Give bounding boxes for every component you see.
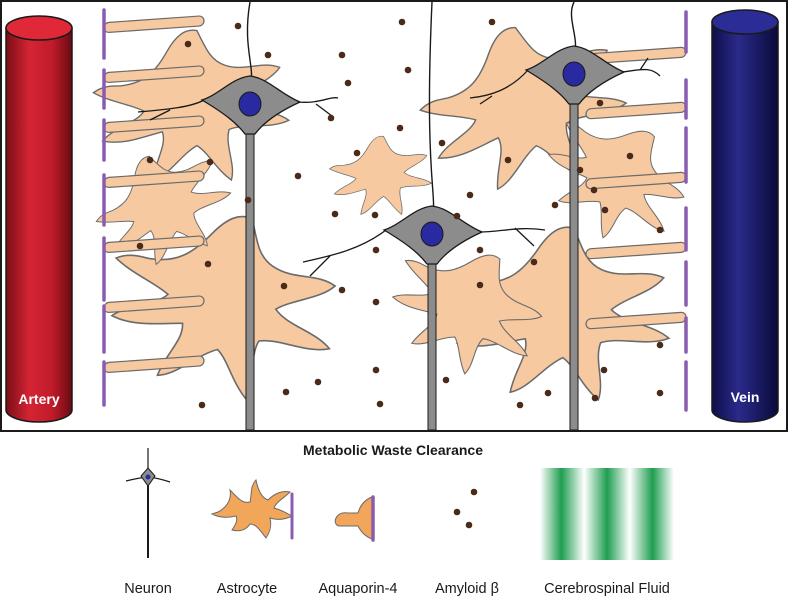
legend-neuron-label: Neuron — [124, 581, 172, 597]
amyloid-particle — [656, 226, 664, 234]
amyloid-particle — [590, 186, 598, 194]
amyloid-particle — [551, 201, 559, 209]
amyloid-particle — [656, 341, 664, 349]
amyloid-particle — [331, 210, 339, 218]
legend-neuron-icon — [125, 448, 171, 558]
amyloid-particle — [626, 152, 634, 160]
amyloid-particle — [591, 394, 599, 402]
amyloid-particle — [601, 206, 609, 214]
amyloid-particle — [338, 286, 346, 294]
neuron — [137, 1, 339, 431]
amyloid-particle — [371, 211, 379, 219]
amyloid-particle — [234, 22, 242, 30]
amyloid-particle — [198, 401, 206, 409]
amyloid-particle — [353, 149, 361, 157]
amyloid-particle — [376, 400, 384, 408]
amyloid-particle — [264, 51, 272, 59]
amyloid-particle — [136, 242, 144, 250]
amyloid-particle — [596, 99, 604, 107]
amyloid-particle — [516, 401, 524, 409]
neuron — [302, 1, 546, 431]
amyloid-particle — [656, 389, 664, 397]
amyloid-particle — [372, 246, 380, 254]
diagram-title: Metabolic Waste Clearance — [303, 442, 483, 458]
amyloid-particle — [327, 114, 335, 122]
amyloid-particle — [476, 246, 484, 254]
amyloid-particle — [294, 172, 302, 180]
legend-aquaporin-label: Aquaporin-4 — [319, 581, 398, 597]
amyloid-particle — [453, 212, 461, 220]
amyloid-particle — [544, 389, 552, 397]
amyloid-particle — [398, 18, 406, 26]
vein: Vein — [711, 9, 779, 423]
amyloid-particle — [280, 282, 288, 290]
amyloid-particle — [206, 158, 214, 166]
legend-csf-label: Cerebrospinal Fluid — [544, 581, 670, 597]
amyloid-particle — [244, 196, 252, 204]
amyloid-particle — [576, 166, 584, 174]
amyloid-particle — [314, 378, 322, 386]
artery-label: Artery — [18, 391, 59, 407]
legend: Neuron Astrocyte Aquaporin-4 Amyloid β C… — [124, 448, 674, 597]
neuron — [469, 1, 661, 431]
amyloid-particle — [530, 258, 538, 266]
amyloid-particle — [344, 79, 352, 87]
amyloid-particle — [204, 260, 212, 268]
amyloid-particle — [146, 156, 154, 164]
amyloid-particle — [438, 139, 446, 147]
amyloid-particle — [476, 281, 484, 289]
amyloid-particle — [442, 376, 450, 384]
amyloid-particle — [404, 66, 412, 74]
legend-astrocyte-icon — [210, 478, 294, 540]
amyloid-particle — [184, 40, 192, 48]
legend-astrocyte-label: Astrocyte — [217, 581, 277, 597]
legend-aquaporin-icon — [334, 495, 375, 542]
legend-csf-icon — [540, 468, 674, 560]
legend-amyloid-icon — [453, 488, 478, 529]
amyloid-particle — [488, 18, 496, 26]
amyloid-particles — [136, 18, 664, 409]
amyloid-particle — [600, 366, 608, 374]
amyloid-particle — [372, 298, 380, 306]
amyloid-particle — [372, 366, 380, 374]
amyloid-particle — [338, 51, 346, 59]
amyloid-particle — [504, 156, 512, 164]
artery: Artery — [5, 15, 73, 423]
legend-amyloid-label: Amyloid β — [435, 581, 499, 597]
amyloid-particle — [282, 388, 290, 396]
aquaporin-endfeet — [102, 8, 688, 412]
amyloid-particle — [466, 191, 474, 199]
neurons — [137, 1, 661, 431]
amyloid-particle — [396, 124, 404, 132]
vein-label: Vein — [731, 389, 760, 405]
